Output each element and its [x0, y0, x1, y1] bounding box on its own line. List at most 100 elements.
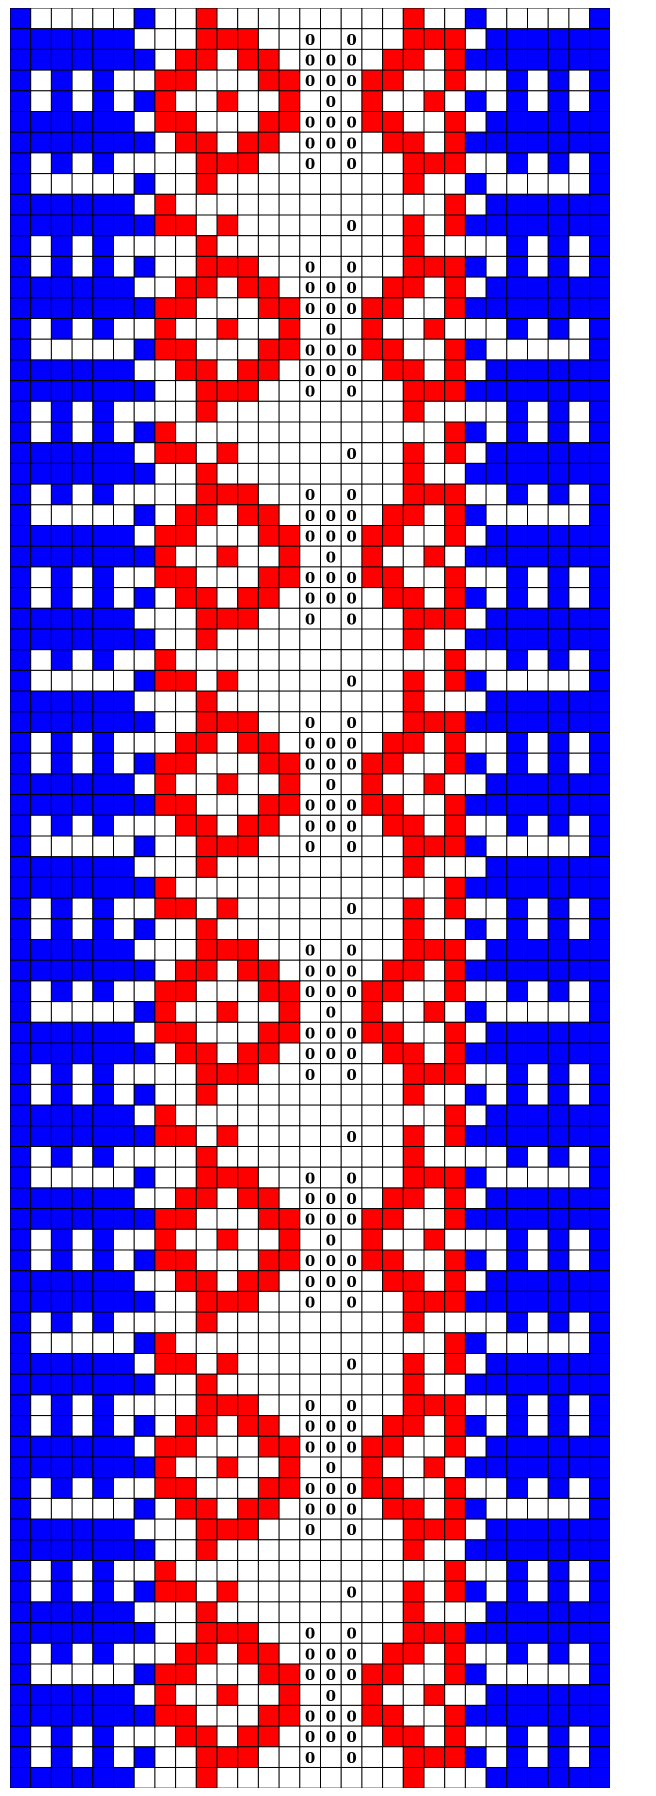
white-stitch-cell [196, 194, 217, 215]
red-stitch-cell [176, 753, 197, 774]
blue-stitch-cell [10, 215, 31, 236]
red-stitch-cell [258, 298, 279, 319]
red-stitch-cell [445, 484, 466, 505]
white-stitch-cell [51, 1664, 72, 1685]
red-stitch-cell [383, 111, 404, 132]
red-stitch-cell [403, 712, 424, 733]
stitch-symbol-label: 0 [326, 72, 336, 90]
white-stitch-cell [341, 91, 362, 112]
red-stitch-cell [445, 1519, 466, 1540]
red-stitch-cell [445, 836, 466, 857]
white-stitch-cell [362, 1312, 383, 1333]
blue-stitch-cell [465, 1043, 486, 1064]
white-stitch-cell [196, 981, 217, 1002]
white-stitch-cell [362, 1374, 383, 1395]
white-stitch-cell [155, 1498, 176, 1519]
white-stitch-cell [465, 70, 486, 91]
blue-stitch-cell [51, 360, 72, 381]
white-stitch-cell [383, 1623, 404, 1644]
blue-stitch-cell [134, 670, 155, 691]
red-stitch-cell [362, 70, 383, 91]
red-stitch-cell [217, 381, 238, 402]
white-stitch-cell [134, 277, 155, 298]
red-stitch-cell [217, 29, 238, 50]
blue-stitch-cell [548, 1602, 569, 1623]
blue-stitch-cell [527, 629, 548, 650]
white-stitch-cell [507, 1002, 528, 1023]
red-stitch-cell [196, 1271, 217, 1292]
red-stitch-cell [176, 70, 197, 91]
white-stitch-cell [403, 339, 424, 360]
blue-stitch-cell [51, 1188, 72, 1209]
blue-stitch-cell [590, 670, 611, 691]
white-stitch-cell [403, 1022, 424, 1043]
red-stitch-cell [279, 1457, 300, 1478]
white-stitch-cell [320, 1353, 341, 1374]
white-stitch-cell [279, 132, 300, 153]
white-stitch-cell [362, 443, 383, 464]
red-stitch-cell [362, 91, 383, 112]
white-stitch-cell [72, 91, 93, 112]
white-stitch-cell [569, 401, 590, 422]
red-stitch-cell [445, 298, 466, 319]
white-stitch-cell [486, 70, 507, 91]
blue-stitch-cell [113, 1022, 134, 1043]
stitch-symbol-label: 0 [346, 1418, 356, 1436]
blue-stitch-cell [507, 753, 528, 774]
white-stitch-cell [72, 898, 93, 919]
blue-stitch-cell [465, 712, 486, 733]
blue-stitch-cell [465, 877, 486, 898]
red-stitch-cell [155, 1560, 176, 1581]
blue-stitch-cell [590, 567, 611, 588]
blue-stitch-cell [113, 360, 134, 381]
white-stitch-cell [424, 1581, 445, 1602]
red-stitch-cell [362, 1250, 383, 1271]
white-stitch-cell [72, 484, 93, 505]
white-stitch-cell [72, 836, 93, 857]
blue-stitch-cell [590, 236, 611, 257]
white-stitch-cell [527, 1664, 548, 1685]
white-stitch-cell [445, 174, 466, 195]
blue-stitch-cell [548, 629, 569, 650]
blue-stitch-cell [590, 795, 611, 816]
blue-stitch-cell [548, 1623, 569, 1644]
white-stitch-cell [196, 1022, 217, 1043]
blue-stitch-cell [51, 1457, 72, 1478]
white-stitch-cell [51, 836, 72, 857]
white-stitch-cell [527, 815, 548, 836]
white-stitch-cell [238, 1374, 259, 1395]
white-stitch-cell [569, 650, 590, 671]
blue-stitch-cell [10, 1457, 31, 1478]
blue-stitch-cell [590, 1271, 611, 1292]
white-stitch-cell [72, 1064, 93, 1085]
blue-stitch-cell [569, 111, 590, 132]
blue-stitch-cell [507, 691, 528, 712]
white-stitch-cell [465, 360, 486, 381]
white-stitch-cell [527, 401, 548, 422]
white-stitch-cell [217, 132, 238, 153]
blue-stitch-cell [134, 795, 155, 816]
white-stitch-cell [72, 174, 93, 195]
white-stitch-cell [548, 836, 569, 857]
white-stitch-cell [258, 1291, 279, 1312]
white-stitch-cell [155, 505, 176, 526]
white-stitch-cell [465, 236, 486, 257]
blue-stitch-cell [72, 608, 93, 629]
white-stitch-cell [548, 1333, 569, 1354]
blue-stitch-cell [113, 49, 134, 70]
white-stitch-cell [113, 650, 134, 671]
white-stitch-cell [238, 1664, 259, 1685]
red-stitch-cell [403, 49, 424, 70]
white-stitch-cell [362, 1540, 383, 1561]
blue-stitch-cell [51, 919, 72, 940]
white-stitch-cell [258, 650, 279, 671]
blue-stitch-cell [507, 919, 528, 940]
blue-stitch-cell [72, 1105, 93, 1126]
white-stitch-cell [424, 795, 445, 816]
blue-stitch-cell [51, 1705, 72, 1726]
white-stitch-cell [569, 670, 590, 691]
red-stitch-cell [238, 1291, 259, 1312]
white-stitch-cell [155, 1767, 176, 1788]
blue-stitch-cell [590, 256, 611, 277]
